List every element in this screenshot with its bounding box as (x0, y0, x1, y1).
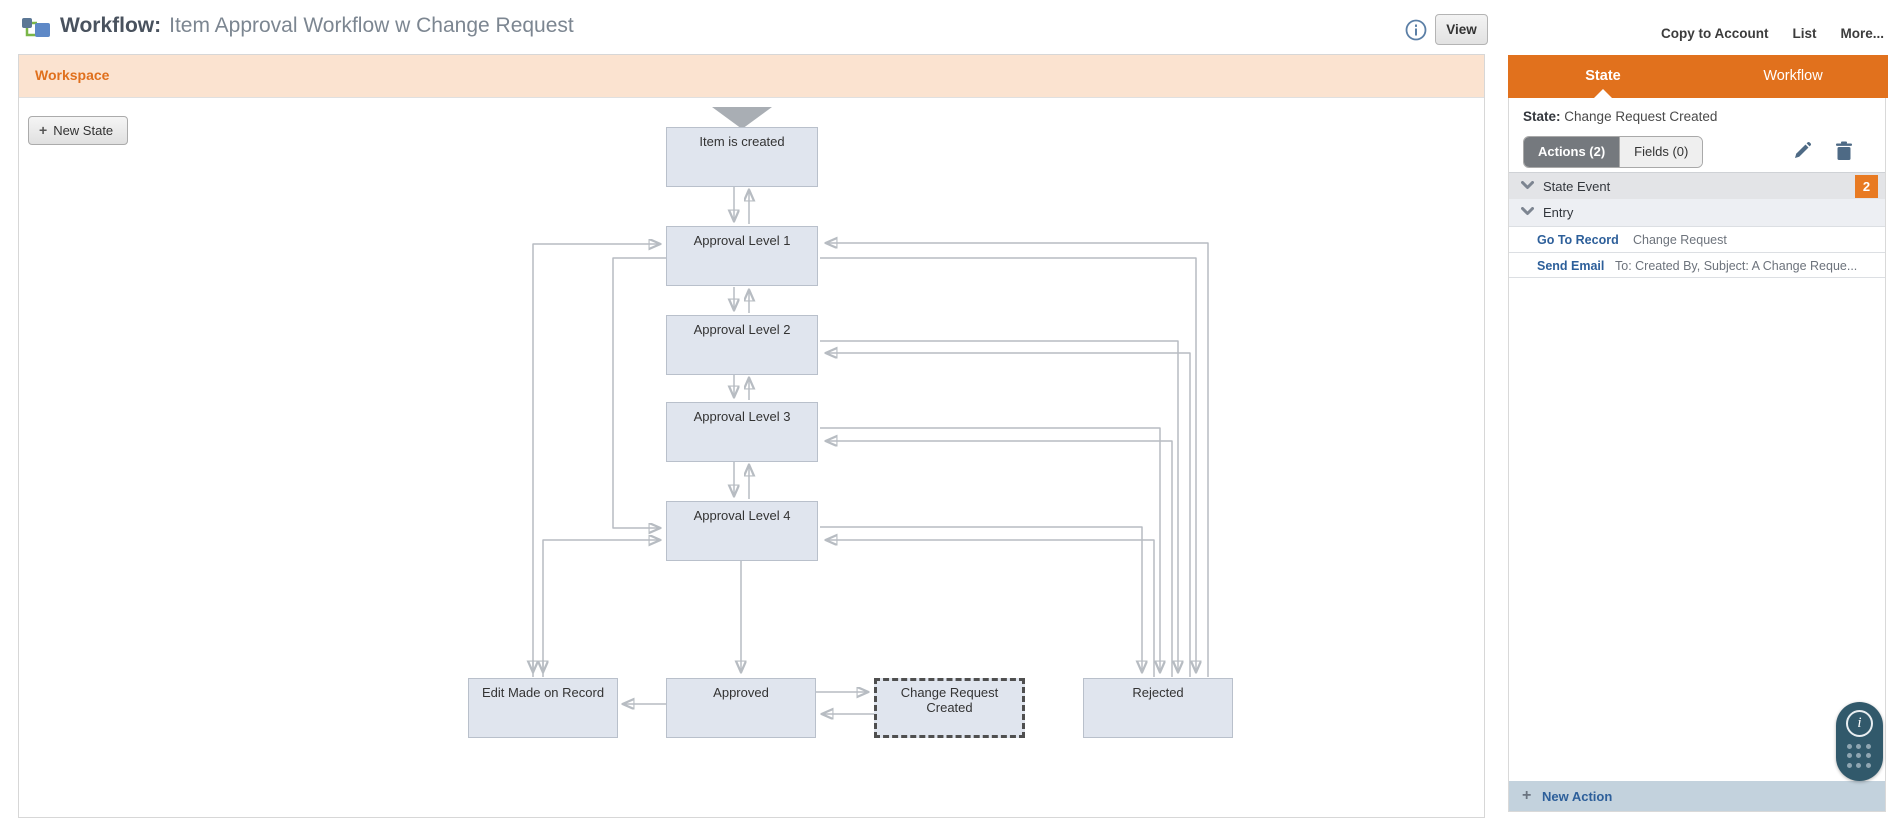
top-links: Copy to Account List More... (1661, 26, 1884, 41)
section-label: Entry (1543, 205, 1574, 220)
plus-icon: + (1522, 787, 1532, 804)
state-node-edit-made-on-record[interactable]: Edit Made on Record (468, 678, 618, 738)
action-name: Send Email (1537, 259, 1605, 273)
section-state-event[interactable]: State Event 2 (1509, 172, 1885, 199)
help-widget: i (1836, 702, 1883, 781)
page-title: Workflow: Item Approval Workflow w Change… (60, 14, 574, 38)
section-entry[interactable]: Entry (1509, 199, 1885, 226)
state-node-rejected[interactable]: Rejected (1083, 678, 1233, 738)
new-state-button-label: New State (53, 123, 114, 138)
new-action-button[interactable]: + New Action (1509, 781, 1885, 811)
action-detail: To: Created By, Subject: A Change Reque.… (1615, 259, 1858, 273)
chevron-down-icon (1521, 181, 1534, 189)
action-row-go-to-record[interactable]: Go To Record Change Request (1509, 226, 1885, 252)
new-action-label: New Action (1542, 789, 1613, 804)
state-name: Change Request Created (1564, 109, 1718, 124)
plus-icon: + (39, 122, 48, 138)
fields-tab-button[interactable]: Fields (0) (1619, 137, 1703, 167)
list-link[interactable]: List (1792, 26, 1817, 41)
pencil-icon[interactable] (1792, 141, 1812, 161)
state-node-approval-level-3[interactable]: Approval Level 3 (666, 402, 818, 462)
tab-state[interactable]: State (1508, 55, 1698, 98)
view-button[interactable]: View (1435, 14, 1488, 45)
tab-workflow[interactable]: Workflow (1698, 55, 1888, 98)
tab-state-label: State (1585, 68, 1621, 84)
action-row-send-email[interactable]: Send Email To: Created By, Subject: A Ch… (1509, 252, 1885, 278)
active-tab-notch (1594, 89, 1612, 98)
event-count-badge: 2 (1855, 175, 1878, 198)
workflow-icon (22, 18, 50, 37)
state-node-approval-level-4[interactable]: Approval Level 4 (666, 501, 818, 561)
state-node-approval-level-1[interactable]: Approval Level 1 (666, 226, 818, 286)
workspace-header-bar: Workspace (19, 55, 1484, 98)
state-node-change-request-created[interactable]: Change Request Created (874, 678, 1025, 738)
tab-workflow-label: Workflow (1763, 68, 1823, 84)
action-detail: Change Request (1633, 233, 1727, 247)
trash-icon[interactable] (1835, 141, 1853, 161)
section-label: State Event (1543, 179, 1611, 194)
app-header: Workflow: Item Approval Workflow w Change… (0, 0, 1898, 54)
page-title-label: Workflow: (60, 14, 162, 37)
actions-tab-button[interactable]: Actions (2) (1524, 137, 1620, 167)
dots-grid-icon[interactable] (1847, 744, 1872, 769)
current-state-line: State: Change Request Created (1523, 109, 1717, 124)
state-prefix: State: (1523, 109, 1561, 124)
info-icon[interactable] (1405, 19, 1427, 41)
workspace-label: Workspace (35, 67, 110, 83)
state-node-approved[interactable]: Approved (666, 678, 816, 738)
new-state-button[interactable]: + New State (28, 116, 129, 145)
more-link[interactable]: More... (1840, 26, 1884, 41)
state-node-item-is-created[interactable]: Item is created (666, 127, 818, 187)
state-panel: State Workflow State: Change Request Cre… (1508, 55, 1888, 812)
page-title-value: Item Approval Workflow w Change Request (169, 14, 574, 37)
state-panel-tabs: State Workflow (1508, 55, 1888, 98)
state-node-approval-level-2[interactable]: Approval Level 2 (666, 315, 818, 375)
actions-fields-toggle: Actions (2) Fields (0) (1523, 136, 1704, 168)
copy-to-account-link[interactable]: Copy to Account (1660, 26, 1769, 41)
help-info-icon[interactable]: i (1846, 710, 1873, 737)
chevron-down-icon (1521, 207, 1534, 215)
action-name: Go To Record (1537, 233, 1619, 247)
